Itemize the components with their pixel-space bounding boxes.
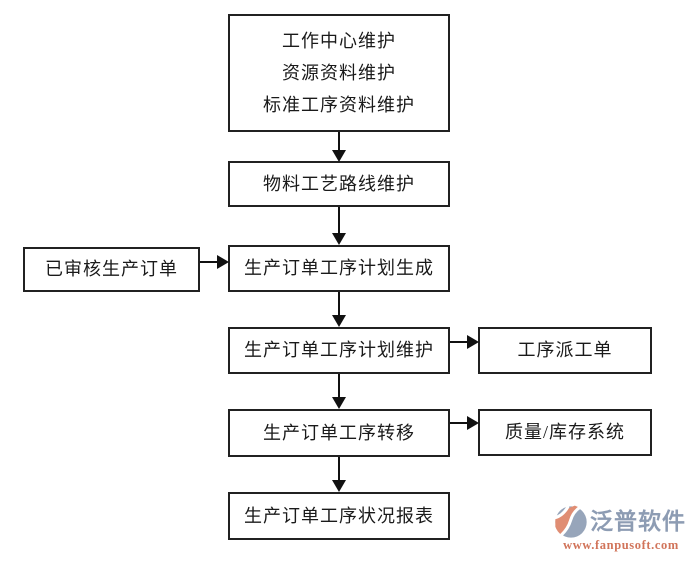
node-process-plan-generation: 生产订单工序计划生成 [228,245,450,292]
arrowhead-right-icon [467,335,479,349]
fanpu-url-text: www.fanpusoft.com [563,538,679,552]
arrowhead-down-icon [332,315,346,327]
node-process-dispatch-order: 工序派工单 [478,327,652,374]
node-process-status-report: 生产订单工序状况报表 [228,492,450,540]
arrow-maintenance-to-transfer [338,374,340,397]
fanpu-brand-text: 泛普软件 [590,509,686,534]
arrowhead-down-icon [332,150,346,162]
arrow-generation-to-maintenance [338,292,340,315]
arrow-masterdata-to-routing [338,132,340,150]
arrowhead-right-icon [217,255,229,269]
arrowhead-down-icon [332,480,346,492]
node-quality-inventory-system: 质量/库存系统 [478,409,652,456]
arrow-transfer-to-qualityinventory [450,422,467,424]
node-process-transfer: 生产订单工序转移 [228,409,450,457]
fanpu-logo-icon [553,505,587,538]
node-process-plan-maintenance: 生产订单工序计划维护 [228,327,450,374]
node-label: 已审核生产订单 [45,259,178,280]
node-label: 质量/库存系统 [504,422,625,443]
arrow-maintenance-to-dispatch [450,341,467,343]
arrow-transfer-to-report [338,457,340,480]
node-line: 资源资料维护 [282,63,396,83]
node-master-data-maintenance: 工作中心维护 资源资料维护 标准工序资料维护 [228,14,450,132]
node-approved-production-order: 已审核生产订单 [23,247,200,292]
node-label: 生产订单工序计划维护 [244,340,434,361]
arrowhead-right-icon [467,416,479,430]
arrow-routing-to-generation [338,207,340,233]
node-label: 物料工艺路线维护 [263,173,415,194]
arrowhead-down-icon [332,233,346,245]
arrowhead-down-icon [332,397,346,409]
node-label: 工序派工单 [517,340,613,361]
node-label: 生产订单工序转移 [263,422,415,443]
node-label: 生产订单工序计划生成 [244,258,434,279]
node-material-routing-maintenance: 物料工艺路线维护 [228,161,450,207]
node-label: 生产订单工序状况报表 [244,505,434,526]
fanpu-watermark: 泛普软件 www.fanpusoft.com [552,503,690,553]
node-line: 工作中心维护 [282,31,396,51]
node-line: 标准工序资料维护 [263,95,415,115]
arrow-approvedorder-to-generation [200,261,217,263]
